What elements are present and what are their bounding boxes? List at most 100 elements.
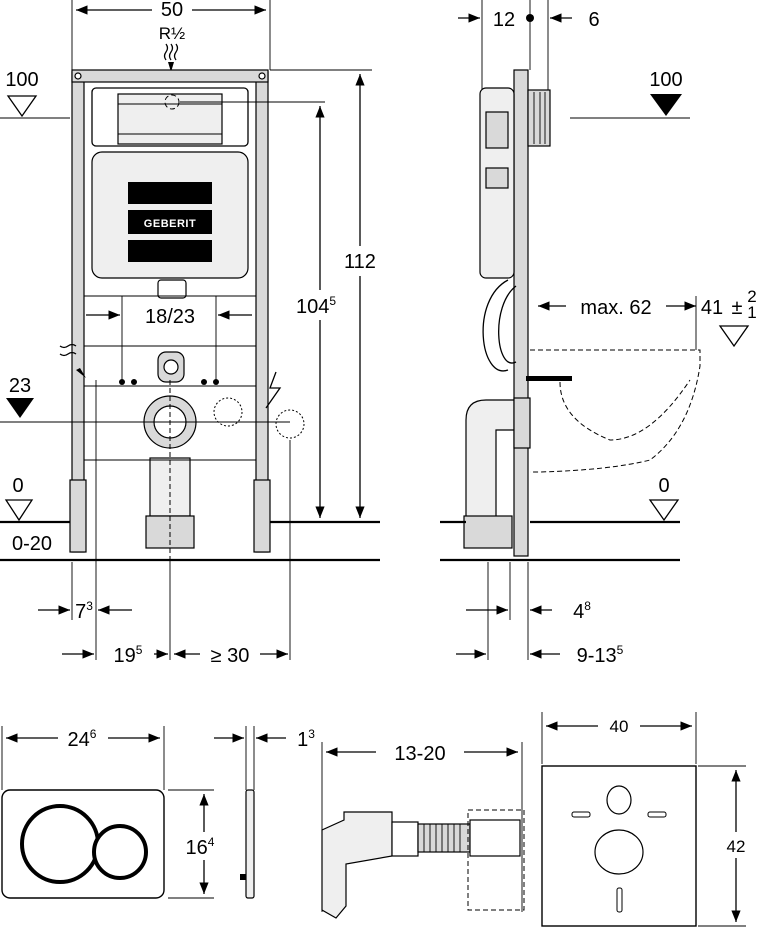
leg-offset-label: 73 [75, 599, 93, 623]
mat-cutout-bolt [571, 811, 591, 818]
total-height-label: 112 [344, 251, 376, 273]
cistern-panel [128, 182, 212, 204]
arrow-icon [168, 62, 174, 72]
label-background [598, 712, 640, 738]
bolt [201, 379, 207, 385]
water-icon [59, 343, 77, 357]
thread-label: R½ [159, 24, 185, 43]
plate-height-label: 164 [186, 835, 215, 859]
label-background [566, 292, 666, 318]
label-background [722, 832, 752, 858]
cistern-valve [485, 111, 509, 149]
pan-offset-label: 195 [114, 643, 143, 667]
connector-end [469, 819, 521, 857]
flush-pipe-top [157, 279, 187, 299]
threaded-rod [417, 823, 471, 853]
half-flush-button [92, 824, 148, 880]
connector-length-label: 13-20 [394, 743, 445, 765]
mat-cutout-bolt [647, 811, 667, 818]
cistern-label-panel [128, 210, 212, 234]
arrow-icon [76, 368, 86, 378]
level-100-right-label: 100 [649, 69, 682, 91]
plate-clip [240, 874, 246, 880]
supply-distance-label: ≥ 30 [211, 645, 250, 667]
level-marker-icon [6, 398, 34, 418]
actuator-plate-view: 246 164 13 [1, 724, 315, 899]
brand-label: GEBERIT [144, 218, 196, 230]
left-foot [69, 479, 87, 553]
label-background [152, 0, 192, 18]
label-background [108, 640, 154, 664]
wc-bowl-outline [559, 379, 691, 441]
connector-elbow [321, 811, 393, 919]
cistern-panel [128, 240, 212, 262]
bolt [131, 379, 137, 385]
wall-opening [467, 809, 525, 911]
side-view: 12 6 max. 62 41 ± 2 1 [440, 0, 757, 667]
wc-pan-outline [530, 349, 701, 473]
waste-bend [465, 399, 515, 521]
cistern-valve [485, 167, 509, 189]
frame-depth-label: 48 [573, 599, 591, 623]
front-view: 50 R½ GEBERIT 18/23 [0, 0, 380, 667]
supply-connection [213, 397, 243, 427]
inspection-opening [117, 93, 223, 145]
level-0-left-label: 0 [12, 475, 23, 497]
mat-width-label: 40 [610, 717, 629, 736]
plate-width-label: 246 [68, 727, 97, 751]
offset-b-label: 6 [588, 9, 599, 31]
mat-cutout-flush [606, 785, 632, 815]
pan-height-tol-plus: 2 [747, 287, 756, 306]
supply-connection [275, 409, 305, 439]
mat-height-label: 42 [727, 837, 746, 856]
sound-mat-view: 40 42 [541, 712, 752, 927]
flush-pipe-inner [498, 285, 517, 364]
label-background [58, 724, 108, 750]
bolt [213, 379, 219, 385]
level-marker-icon [650, 94, 682, 116]
frame-bolt [258, 72, 266, 80]
electric-icon [265, 371, 282, 409]
plate-depth-label: 13 [297, 727, 315, 751]
connector-sleeve [391, 821, 419, 857]
bolt [119, 379, 125, 385]
bolt-spacing-label: 18/23 [145, 306, 195, 328]
connector-view: 13-20 [321, 738, 525, 919]
floor-adjust-label: 0-20 [12, 533, 52, 555]
right-foot [253, 479, 271, 553]
frame-width-label: 50 [161, 0, 183, 21]
pan-height-tolerance: ± [732, 297, 743, 319]
frame-bolt [74, 72, 82, 80]
label-background [376, 738, 464, 764]
max-projection-label: max. 62 [580, 297, 651, 319]
water-connection [164, 94, 180, 110]
plate-side-profile [245, 789, 255, 899]
pan-connector [513, 397, 531, 449]
axis-point [526, 14, 534, 22]
pan-height-label: 41 [701, 297, 723, 319]
mat-cutout-waste [594, 829, 644, 875]
waste-pipe-end [463, 515, 513, 549]
offset-a-label: 12 [493, 9, 515, 31]
full-flush-button [20, 804, 100, 884]
label-background [298, 290, 346, 320]
flush-outlet [163, 359, 179, 375]
cistern-bracket [91, 87, 249, 147]
thread-marks [423, 824, 461, 852]
flush-height-label: 1045 [296, 294, 336, 318]
level-23-label: 23 [9, 375, 31, 397]
mat-cutout-slot [616, 887, 623, 913]
level-marker-icon [4, 499, 34, 522]
label-background [182, 832, 226, 860]
level-100-left-label: 100 [5, 69, 38, 91]
actuator-plate-side [527, 89, 551, 147]
mounting-bolt [526, 376, 572, 381]
level-0-right-label: 0 [658, 475, 669, 497]
wall-depth-label: 9-135 [577, 643, 624, 667]
label-background [340, 246, 380, 276]
level-marker-icon [718, 325, 750, 348]
label-background [200, 640, 260, 664]
level-marker-icon [6, 95, 38, 118]
level-marker-icon [648, 499, 680, 522]
